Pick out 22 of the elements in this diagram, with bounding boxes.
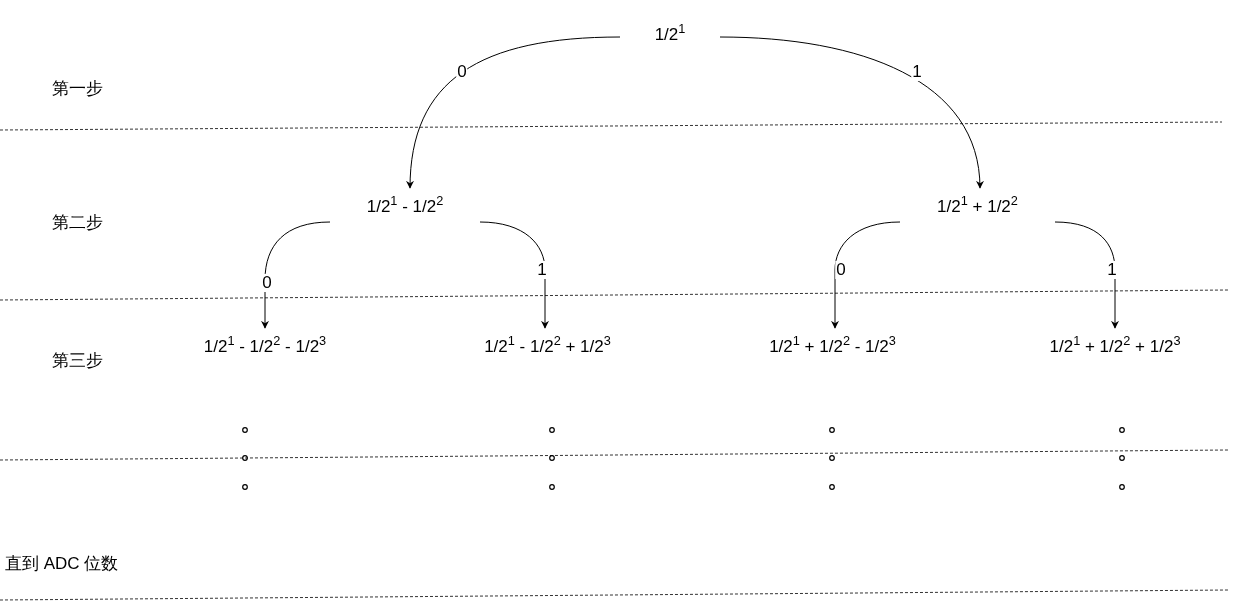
edge-label: 0 bbox=[835, 261, 847, 279]
edge-label: 1 bbox=[911, 63, 923, 81]
formula-label: 1/2$^{1}$ - 1/2$^{2}$ bbox=[330, 190, 480, 234]
arrow bbox=[719, 36, 984, 189]
step-label: 第三步 bbox=[52, 350, 103, 372]
arrow bbox=[1054, 221, 1119, 329]
step-label: 第一步 bbox=[52, 78, 103, 100]
edge-label: 1 bbox=[536, 261, 548, 279]
arrow bbox=[261, 221, 331, 329]
arrow bbox=[406, 36, 621, 189]
formula-label: 1/2$^{1}$ bbox=[620, 18, 720, 52]
step-label: 直到 ADC 位数 bbox=[5, 553, 119, 575]
edge-label: 1 bbox=[1106, 261, 1118, 279]
formula-label: 1/2$^{1}$ + 1/2$^{2}$ bbox=[900, 190, 1055, 234]
arrow bbox=[479, 221, 549, 329]
formula-label: 1/2$^{1}$ + 1/2$^{2}$ + 1/2$^{3}$ bbox=[1015, 330, 1215, 372]
edge-label: 0 bbox=[261, 274, 273, 292]
step-label: 第二步 bbox=[52, 212, 103, 234]
arrow bbox=[831, 221, 901, 329]
formula-label: 1/2$^{1}$ - 1/2$^{2}$ + 1/2$^{3}$ bbox=[450, 330, 645, 372]
formula-label: 1/2$^{1}$ - 1/2$^{2}$ - 1/2$^{3}$ bbox=[170, 330, 360, 372]
formula-label: 1/2$^{1}$ + 1/2$^{2}$ - 1/2$^{3}$ bbox=[735, 330, 930, 372]
